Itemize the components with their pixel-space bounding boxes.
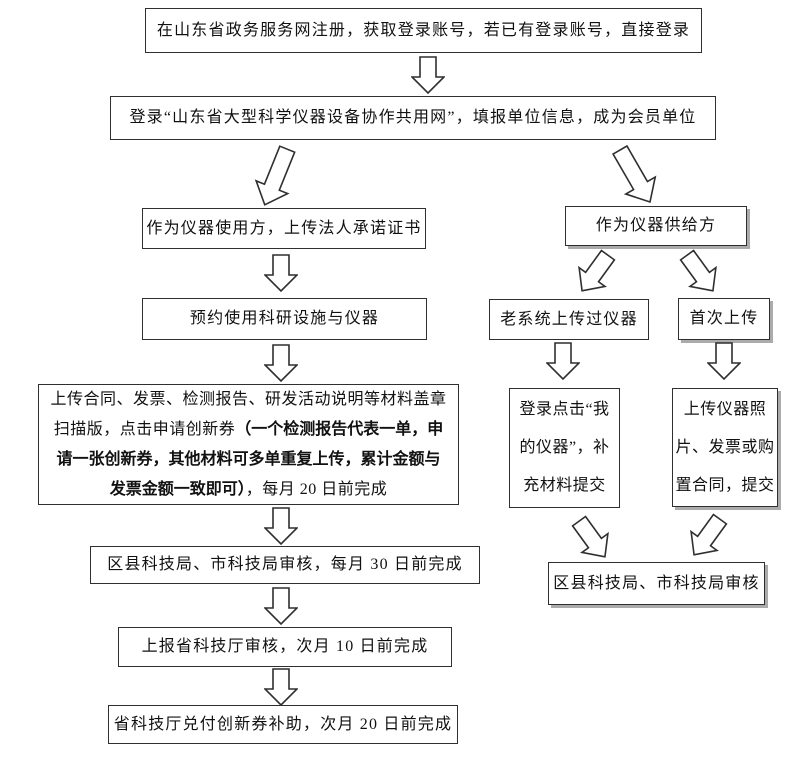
down-arrow-icon bbox=[264, 668, 298, 706]
flow-step-login-label: 登录“山东省大型科学仪器设备协作共用网”，填报单位信息，成为会员单位 bbox=[129, 109, 697, 126]
flow-step-upload-materials: 上传合同、发票、检测报告、研发活动说明等材料盖章 扫描版，点击申请创新券（一个检… bbox=[38, 384, 459, 505]
flow-step-upload-materials-label: 上传合同、发票、检测报告、研发活动说明等材料盖章 扫描版，点击申请创新券（一个检… bbox=[50, 385, 446, 505]
diagonal-arrow-down-right-icon bbox=[571, 515, 609, 558]
materials-text-start: 上传合同、发票、检测报告、研发活动说明等材料盖章 扫描版，点击申请创新券 bbox=[50, 390, 447, 438]
diagonal-arrow-down-left-icon bbox=[578, 249, 616, 292]
down-arrow-icon bbox=[546, 342, 580, 380]
down-arrow-icon bbox=[264, 254, 298, 292]
flow-step-first-upload: 首次上传 bbox=[678, 298, 770, 340]
flow-step-old-system-uploaded: 老系统上传过仪器 bbox=[489, 299, 649, 340]
flow-step-district-review-deadline: 区县科技局、市科技局审核，每月 30 日前完成 bbox=[90, 546, 480, 584]
flow-step-register: 在山东省政务服务网注册，获取登录账号，若已有登录账号，直接登录 bbox=[145, 8, 702, 53]
diagonal-arrow-down-right-icon bbox=[679, 249, 717, 292]
flow-step-register-label: 在山东省政务服务网注册，获取登录账号，若已有登录账号，直接登录 bbox=[156, 21, 691, 39]
flow-step-district-review-label: 区县科技局、市科技局审核 bbox=[553, 574, 760, 592]
flow-step-province-review-label: 上报省科技厅审核，次月 10 日前完成 bbox=[141, 638, 429, 655]
down-arrow-icon bbox=[707, 342, 741, 380]
flow-step-province-redeem: 省科技厅兑付创新券补助，次月 20 日前完成 bbox=[108, 705, 458, 744]
flow-step-reserve-facilities-label: 预约使用科研设施与仪器 bbox=[189, 310, 380, 327]
materials-text-end: ，每月 20 日前完成 bbox=[245, 480, 388, 498]
down-arrow-icon bbox=[264, 344, 298, 382]
flow-step-instrument-supplier: 作为仪器供给方 bbox=[565, 206, 747, 246]
flow-step-my-instruments-label: 登录点击“我 的仪器”，补 充材料提交 bbox=[519, 401, 610, 494]
diagonal-arrow-down-left-icon bbox=[254, 145, 296, 206]
flow-step-reserve-facilities: 预约使用科研设施与仪器 bbox=[142, 298, 427, 340]
flow-step-district-review: 区县科技局、市科技局审核 bbox=[548, 562, 765, 605]
flow-step-district-review-deadline-label: 区县科技局、市科技局审核，每月 30 日前完成 bbox=[107, 556, 463, 573]
flow-step-upload-photos-label: 上传仪器照 片、发票或购 置合同，提交 bbox=[675, 400, 775, 494]
flow-step-province-redeem-label: 省科技厅兑付创新券补助，次月 20 日前完成 bbox=[113, 715, 453, 733]
flow-step-instrument-user: 作为仪器使用方，上传法人承诺证书 bbox=[142, 208, 426, 249]
down-arrow-icon bbox=[264, 507, 298, 545]
flow-step-login: 登录“山东省大型科学仪器设备协作共用网”，填报单位信息，成为会员单位 bbox=[110, 96, 716, 140]
flow-step-upload-photos: 上传仪器照 片、发票或购 置合同，提交 bbox=[672, 388, 778, 507]
flow-step-old-system-uploaded-label: 老系统上传过仪器 bbox=[500, 310, 638, 328]
flow-step-province-review: 上报省科技厅审核，次月 10 日前完成 bbox=[118, 627, 452, 667]
down-arrow-icon bbox=[264, 587, 298, 625]
flow-step-my-instruments: 登录点击“我 的仪器”，补 充材料提交 bbox=[509, 388, 620, 508]
flow-step-instrument-user-label: 作为仪器使用方，上传法人承诺证书 bbox=[146, 219, 422, 237]
down-arrow-icon bbox=[411, 56, 445, 94]
flow-step-instrument-supplier-label: 作为仪器供给方 bbox=[595, 217, 717, 234]
materials-text-bold-note: （一个检测报告代表一单，申 请一张创新券，其他材料可多单重复上传，累计金额与 发… bbox=[56, 420, 444, 498]
flow-step-first-upload-label: 首次上传 bbox=[689, 310, 759, 327]
diagonal-arrow-down-right-icon bbox=[611, 144, 657, 204]
diagonal-arrow-down-left-icon bbox=[690, 513, 728, 556]
